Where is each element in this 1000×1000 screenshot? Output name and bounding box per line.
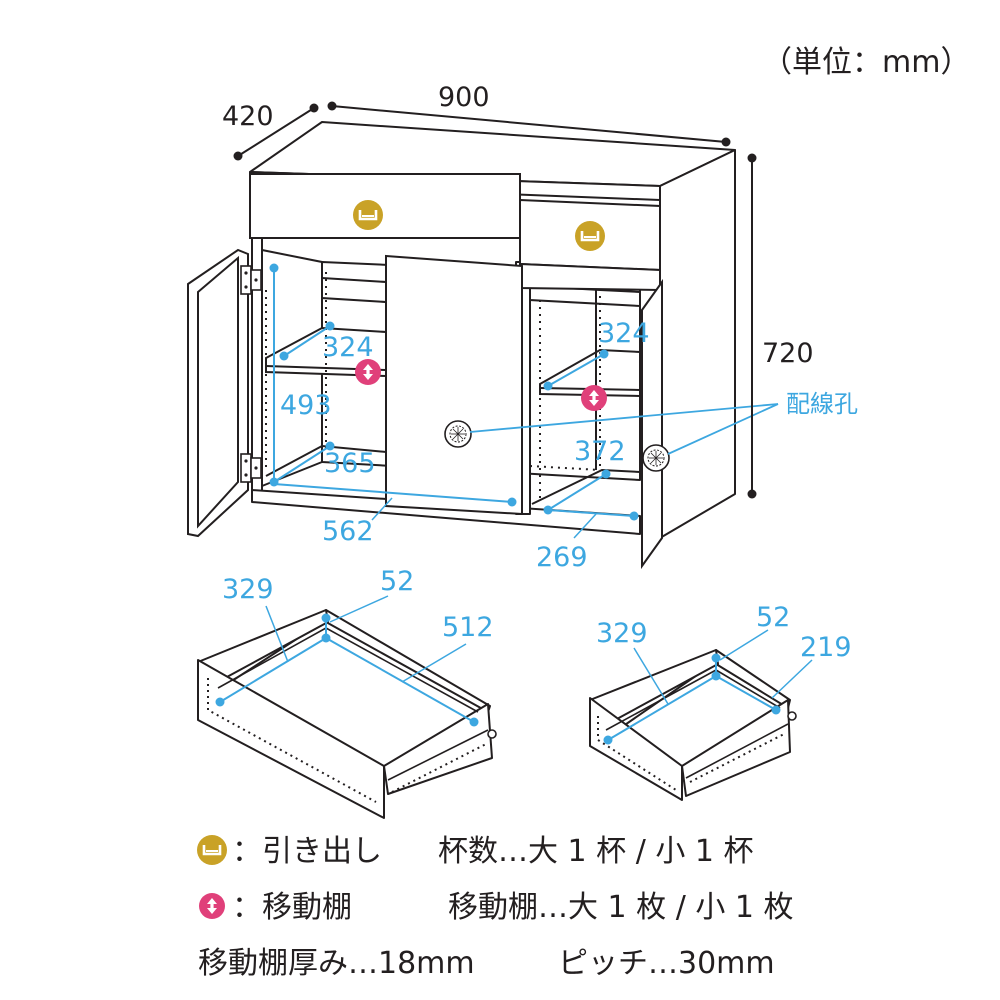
small-drawer-height-label: 52 — [756, 602, 790, 633]
large-drawer-depth-label: 329 — [222, 574, 274, 605]
right-shelf-depth-label: 372 — [574, 436, 626, 467]
cabinet-right-side — [659, 149, 736, 539]
overall-dimension-dots — [233, 101, 757, 499]
drawer-handle-icon — [195, 833, 229, 867]
right-inner-width-label: 269 — [536, 542, 588, 573]
drawer-knob — [787, 711, 797, 721]
cable-hole-label: 配線孔 — [786, 390, 858, 418]
height-label: 720 — [762, 338, 814, 369]
unit-label: （単位：mm） — [762, 45, 970, 80]
hinge-icon — [240, 265, 262, 295]
cable-hole-callout — [469, 403, 779, 455]
left-inner-height-label: 493 — [280, 390, 332, 421]
legend-shelf-label: ：移動棚 — [232, 890, 352, 925]
large-drawer-height-label: 52 — [380, 566, 414, 597]
small-drawer-width-label: 219 — [800, 632, 852, 663]
cabinet-interior — [261, 249, 641, 505]
large-drawer-dimension-dots — [215, 613, 479, 727]
drawer-handle-icon — [573, 219, 607, 253]
legend-drawer-count: 杯数…大 1 杯 / 小 1 杯 — [438, 834, 754, 869]
right-shelf-width-label: 324 — [598, 318, 650, 349]
left-door — [187, 248, 249, 538]
legend-pitch: ピッチ…30mm — [558, 946, 775, 981]
width-label: 900 — [438, 82, 490, 113]
drawer-handle-icon — [351, 198, 385, 232]
interior-dimension-lines — [273, 268, 635, 517]
large-drawer-dotted-edges — [207, 678, 487, 803]
legend-shelf-thickness: 移動棚厚み…18mm — [198, 946, 475, 981]
right-door — [641, 278, 663, 570]
large-drawer-dimension-leaders — [265, 595, 467, 683]
center-door — [385, 254, 523, 516]
inner-width-label: 562 — [322, 516, 374, 547]
small-drawer-depth-label: 329 — [596, 618, 648, 649]
depth-label: 420 — [222, 101, 274, 132]
cable-hole-icon — [444, 420, 472, 448]
small-drawer-dimension-leaders — [633, 629, 813, 705]
hinge-icon — [240, 453, 262, 483]
cabinet-drawers — [249, 173, 661, 292]
overall-dimension-lines — [237, 105, 753, 494]
interior-dimension-leaders — [371, 497, 597, 539]
small-drawer-dotted-edges — [597, 716, 785, 791]
large-drawer-inner-lines — [217, 627, 489, 781]
movable-shelf-icon — [199, 893, 225, 919]
movable-shelf-icon — [581, 385, 607, 411]
legend: ：引き出し 杯数…大 1 杯 / 小 1 杯 ：移動棚 移動棚…大 1 枚 / … — [195, 833, 794, 981]
drawer-knob — [487, 729, 497, 739]
legend-drawer-label: ：引き出し — [232, 834, 382, 869]
small-drawer-inner-lines — [605, 669, 789, 779]
small-drawer-dimension-dots — [603, 653, 781, 745]
cable-hole-icon — [642, 444, 670, 472]
legend-shelf-count: 移動棚…大 1 枚 / 小 1 枚 — [448, 890, 794, 925]
large-drawer-width-label: 512 — [442, 612, 494, 643]
large-drawer-front — [249, 173, 521, 239]
left-shelf-width-label: 324 — [322, 332, 374, 363]
left-shelf-depth-label: 365 — [324, 448, 376, 479]
small-drawer-box — [589, 649, 791, 801]
interior-dimension-dots — [269, 263, 639, 521]
